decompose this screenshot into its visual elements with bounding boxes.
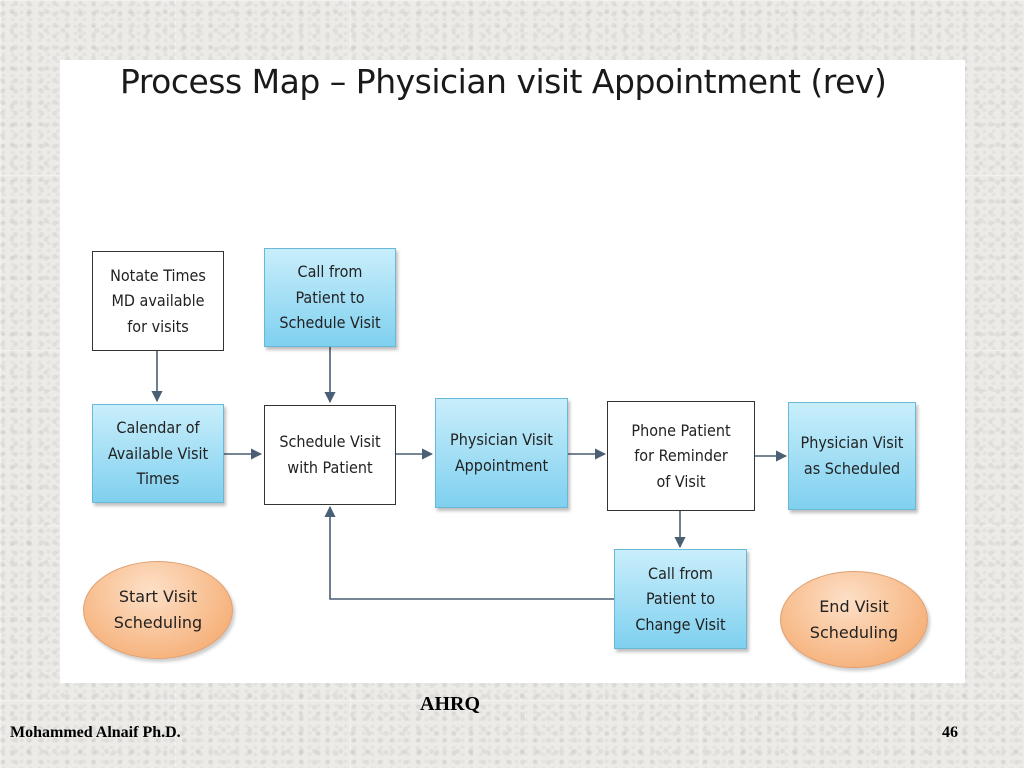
footer-source: AHRQ (420, 693, 480, 715)
visit-as-scheduled-box: Physician Visit as Scheduled (788, 402, 916, 510)
end-terminator: End Visit Scheduling (780, 571, 928, 668)
page-number: 46 (942, 724, 958, 741)
call-to-schedule-box: Call from Patient to Schedule Visit (264, 248, 396, 347)
notate-times-box: Notate Times MD available for visits (92, 251, 224, 351)
arrow-change-back-to-schedule (324, 505, 614, 600)
call-to-change-box: Call from Patient to Change Visit (614, 549, 747, 649)
calendar-box: Calendar of Available Visit Times (92, 404, 224, 503)
slide-title: Process Map – Physician visit Appointmen… (120, 62, 887, 101)
schedule-visit-box: Schedule Visit with Patient (264, 405, 396, 505)
start-terminator: Start Visit Scheduling (83, 561, 233, 659)
physician-appointment-box: Physician Visit Appointment (435, 398, 568, 508)
phone-reminder-box: Phone Patient for Reminder of Visit (607, 401, 755, 511)
footer-author: Mohammed Alnaif Ph.D. (10, 724, 181, 741)
